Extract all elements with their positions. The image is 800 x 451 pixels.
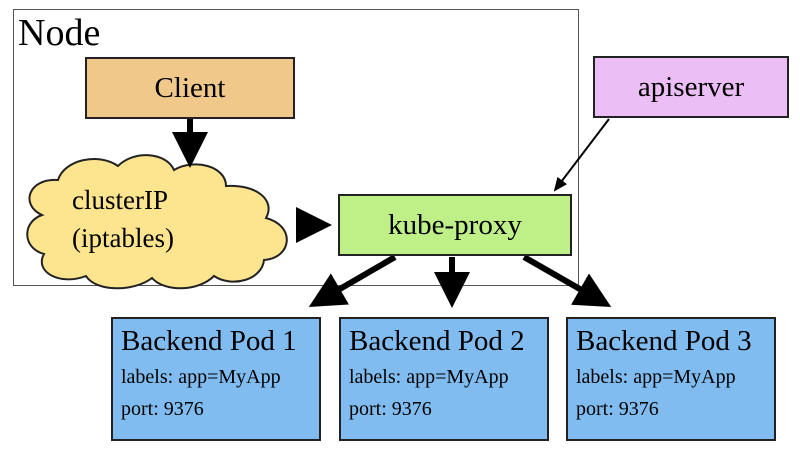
- arrow-kubeproxy-to-pod3: [522, 254, 612, 307]
- pod-labels: labels: app=MyApp: [121, 366, 281, 388]
- apiserver-label: apiserver: [637, 70, 745, 103]
- cluster-ip-label: clusterIP (iptables): [72, 181, 174, 257]
- backend-pod-1: Backend Pod 1 labels: app=MyApp port: 93…: [111, 317, 321, 441]
- cluster-ip-line1: clusterIP: [72, 185, 168, 215]
- arrow-kubeproxy-to-pod1: [308, 254, 397, 308]
- pod-labels: labels: app=MyApp: [576, 366, 736, 388]
- arrow-apiserver-to-kubeproxy: [553, 118, 610, 192]
- pod-labels: labels: app=MyApp: [349, 366, 509, 388]
- pod-title: Backend Pod 3: [576, 325, 752, 357]
- backend-pod-3: Backend Pod 3 labels: app=MyApp port: 93…: [566, 317, 776, 441]
- pod-port: port: 9376: [349, 398, 432, 420]
- kube-proxy-box: kube-proxy: [338, 194, 572, 256]
- pod-port: port: 9376: [121, 398, 204, 420]
- cluster-ip-line2: (iptables): [72, 223, 174, 253]
- node-title: Node: [18, 12, 101, 54]
- kube-proxy-label: kube-proxy: [388, 208, 522, 241]
- pod-title: Backend Pod 2: [349, 325, 525, 357]
- client-box: Client: [85, 57, 295, 119]
- pod-title: Backend Pod 1: [121, 325, 297, 357]
- backend-pod-2: Backend Pod 2 labels: app=MyApp port: 93…: [339, 317, 549, 441]
- pod-port: port: 9376: [576, 398, 659, 420]
- cluster-ip-cloud: [26, 154, 288, 290]
- client-label: Client: [154, 71, 226, 104]
- apiserver-box: apiserver: [593, 56, 789, 118]
